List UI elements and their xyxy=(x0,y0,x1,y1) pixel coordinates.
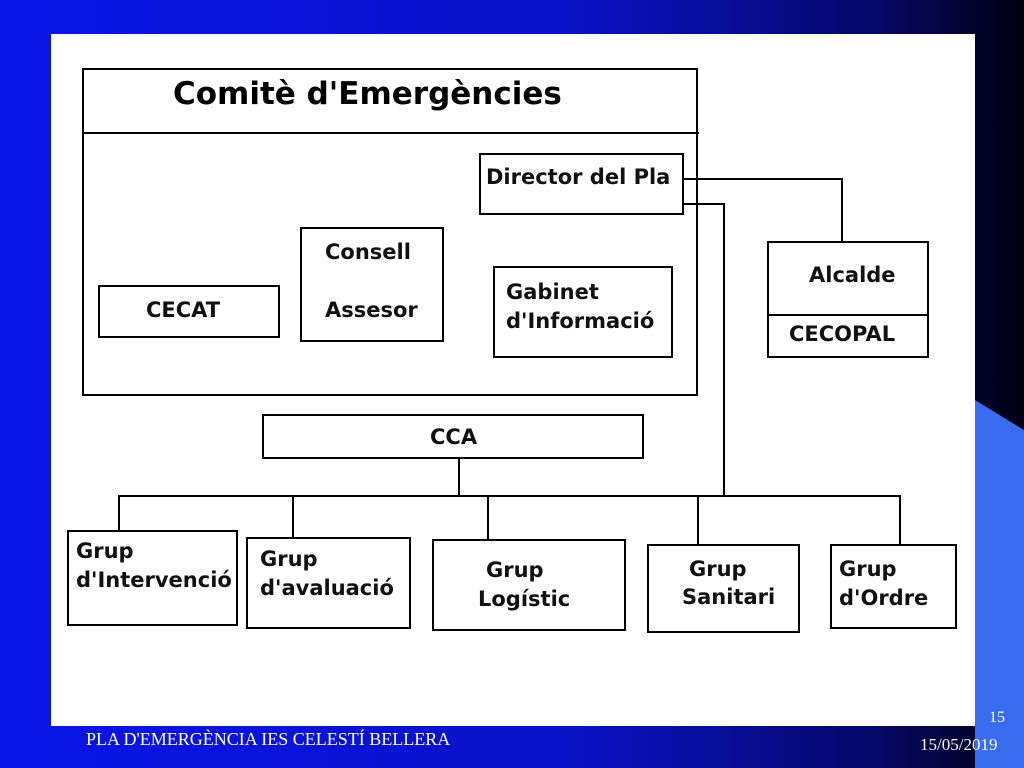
committee-title: Comitè d'Emergències xyxy=(173,76,562,112)
director-label: Director del Pla xyxy=(486,165,671,189)
cca-box: CCA xyxy=(262,414,644,459)
grup-logistic-box: Grup Logístic xyxy=(432,539,626,631)
bus-drop-intervencio xyxy=(118,495,120,531)
committee-title-divider xyxy=(82,132,699,134)
alcalde-cecopal-box: Alcalde CECOPAL xyxy=(767,241,929,358)
slide-number: 15 xyxy=(989,709,1005,726)
grup-sanitari-box: Grup Sanitari xyxy=(647,544,800,633)
director-to-groups-v xyxy=(723,203,725,497)
alcalde-divider xyxy=(769,314,927,316)
consell-assesor-box: Consell Assesor xyxy=(300,227,444,342)
gabinet-label-line2: d'Informació xyxy=(506,309,655,333)
consell-label-line1: Consell xyxy=(325,240,411,264)
grup-intervencio-line1: Grup xyxy=(76,539,134,563)
bus-drop-avaluacio xyxy=(292,495,294,538)
grup-ordre-box: Grup d'Ordre xyxy=(830,544,957,629)
grup-logistic-line2: Logístic xyxy=(478,587,571,611)
consell-label-line2: Assesor xyxy=(325,298,418,322)
decorative-accent-shape xyxy=(975,400,1024,768)
cca-label: CCA xyxy=(430,425,478,449)
alcalde-label: Alcalde xyxy=(809,263,896,287)
grup-ordre-line1: Grup xyxy=(839,557,897,581)
gabinet-informacio-box: Gabinet d'Informació xyxy=(493,266,673,358)
bus-drop-logistic xyxy=(487,495,489,540)
cecat-box: CECAT xyxy=(98,285,280,338)
grup-logistic-line1: Grup xyxy=(486,558,544,582)
groups-bus xyxy=(118,495,901,497)
grup-sanitari-line2: Sanitari xyxy=(682,585,776,609)
director-to-alcalde-v xyxy=(841,178,843,242)
grup-avaluacio-line1: Grup xyxy=(260,547,318,571)
director-box: Director del Pla xyxy=(479,153,684,215)
grup-intervencio-box: Grup d'Intervenció xyxy=(67,530,238,626)
cecopal-label: CECOPAL xyxy=(789,322,896,346)
slide-date: 15/05/2019 xyxy=(920,735,998,754)
bus-drop-sanitari xyxy=(697,495,699,545)
footer-title: PLA D'EMERGÈNCIA IES CELESTÍ BELLERA xyxy=(86,729,451,749)
director-to-groups-h xyxy=(684,203,725,205)
cecat-label: CECAT xyxy=(146,298,221,322)
grup-avaluacio-line2: d'avaluació xyxy=(260,576,394,600)
cca-stem xyxy=(458,459,460,497)
director-to-alcalde-h xyxy=(684,178,843,180)
slide-canvas: Comitè d'Emergències Director del Pla Co… xyxy=(51,34,975,726)
bus-drop-ordre xyxy=(899,495,901,545)
grup-avaluacio-box: Grup d'avaluació xyxy=(246,537,411,629)
grup-sanitari-line1: Grup xyxy=(689,557,747,581)
gabinet-label-line1: Gabinet xyxy=(506,280,599,304)
grup-intervencio-line2: d'Intervenció xyxy=(76,568,232,592)
grup-ordre-line2: d'Ordre xyxy=(839,586,929,610)
